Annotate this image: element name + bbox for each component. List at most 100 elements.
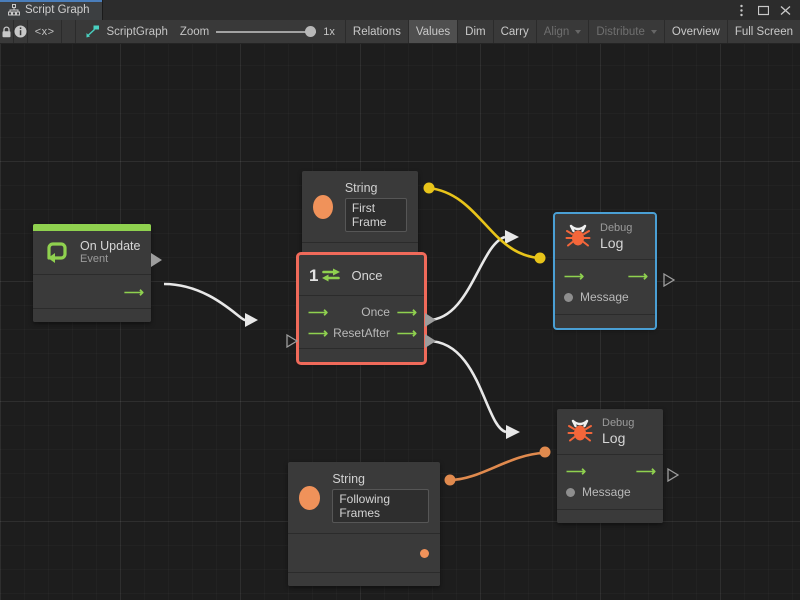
port-flow-out[interactable]: ⟶ [627, 268, 648, 285]
port-row-flow[interactable]: ⟶ ⟶ [555, 266, 655, 287]
node-on-update[interactable]: On Update Event ⟶ [33, 224, 162, 323]
node-header-text: On Update Event [80, 239, 140, 266]
string-port-icon [299, 485, 321, 510]
graph-toolbar: <x> ScriptGraph Zoom 1x Relations Values D… [0, 20, 800, 44]
code-view-label: <x> [34, 25, 55, 38]
toolbar-button-full-screen[interactable]: Full Screen [726, 20, 800, 43]
info-icon[interactable] [14, 20, 29, 43]
node-header-text: String First Frame [344, 181, 407, 232]
string-value-field[interactable]: First Frame [344, 198, 407, 232]
value-port-icon [564, 292, 573, 302]
port-message-in[interactable]: Message [564, 290, 629, 304]
wire-arrow-debuglog-bottom-in [506, 425, 520, 439]
toolbar-button-overview[interactable]: Overview [663, 20, 727, 43]
port-flow-in-reset[interactable]: ⟶ Reset [308, 326, 364, 340]
toolbar-button-align[interactable]: Align [535, 20, 589, 43]
node-footer [557, 509, 663, 523]
node-title: On Update [80, 239, 141, 253]
flow-arrow-icon: ⟶ [564, 268, 584, 285]
toolbar-button-relations[interactable]: Relations [344, 20, 408, 43]
flow-out-triangle-debuglog-bottom[interactable] [667, 468, 679, 482]
node-header-text: String Following Frames [332, 472, 429, 523]
port-row-reset-after[interactable]: ⟶ Reset After ⟶ [299, 322, 424, 343]
node-footer [299, 349, 424, 362]
tab-label: Script Graph [25, 4, 90, 16]
port-row-flow[interactable]: ⟶ ⟶ [557, 461, 663, 482]
zoom-control[interactable]: Zoom 1x [180, 20, 345, 43]
node-body: ⟶ ⟶ Message [557, 455, 663, 510]
node-accent-bar [33, 224, 151, 231]
toolbar-button-label: Relations [352, 25, 401, 38]
port-row-message[interactable]: Message [555, 287, 655, 308]
zoom-slider-track [216, 30, 317, 33]
lock-icon[interactable] [0, 20, 15, 43]
toolbar-button-label: Distribute [596, 25, 645, 38]
port-flow-out-after[interactable]: After ⟶ [364, 325, 417, 340]
node-title: String [332, 472, 365, 486]
toolbar-button-dim[interactable]: Dim [457, 20, 492, 43]
graph-canvas[interactable]: On Update Event ⟶ String First Fr [0, 44, 800, 600]
port-label-after: After [364, 325, 390, 340]
zoom-slider-knob[interactable] [305, 26, 317, 37]
port-flow-in[interactable]: ⟶ [566, 464, 586, 478]
node-header: Debug Log [555, 214, 655, 260]
toolbar-button-carry[interactable]: Carry [492, 20, 536, 43]
toolbar-buttons: Relations Values Dim Carry Align Distribute Ov… [344, 20, 800, 43]
wire-endpoint-stringfollowing [444, 474, 456, 486]
node-title: String [344, 181, 378, 195]
port-flow-out[interactable]: ⟶ [635, 463, 656, 480]
maximize-icon[interactable] [757, 4, 770, 17]
breadcrumb[interactable]: ScriptGraph [76, 20, 180, 43]
flow-arrow-icon: ⟶ [627, 268, 648, 285]
string-value-field[interactable]: Following Frames [332, 489, 429, 523]
port-label-once: Once [361, 304, 390, 319]
flow-out-triangle-debuglog-top[interactable] [663, 273, 675, 287]
bug-icon [565, 223, 591, 249]
toolbar-button-label: Carry [500, 25, 529, 38]
node-footer [33, 309, 151, 323]
node-subtitle: Log [600, 234, 624, 251]
flow-arrow-icon: ⟶ [635, 463, 656, 480]
node-header-text: Debug Log [600, 222, 632, 251]
node-string-following-frames[interactable]: String Following Frames [288, 462, 440, 586]
zoom-slider[interactable] [216, 25, 317, 39]
kebab-menu-icon[interactable] [735, 4, 748, 17]
toolbar-button-distribute[interactable]: Distribute [588, 20, 664, 43]
node-debug-log-top[interactable]: Debug Log ⟶ ⟶ Message [553, 212, 675, 330]
close-icon[interactable] [779, 4, 792, 17]
port-flow-out[interactable]: ⟶ [124, 285, 144, 299]
port-row-once[interactable]: ⟶ Once ⟶ [299, 301, 424, 322]
port-message-in[interactable]: Message [566, 485, 631, 499]
toolbar-button-values[interactable]: Values [407, 20, 458, 43]
flow-out-triangle-once[interactable] [425, 313, 436, 327]
code-view-icon[interactable]: <x> [28, 20, 62, 43]
toolbar-button-label: Align [543, 25, 570, 38]
flow-arrow-icon: ⟶ [308, 303, 328, 320]
port-row-flow-out[interactable]: ⟶ [33, 281, 151, 302]
flow-out-triangle-after[interactable] [425, 334, 436, 348]
connection-wires [163, 182, 551, 486]
tab-script-graph[interactable]: Script Graph [0, 0, 103, 20]
zoom-value: 1x [323, 25, 335, 38]
port-value-out[interactable] [420, 548, 429, 558]
port-flow-out-once[interactable]: Once ⟶ [361, 304, 417, 319]
wire-endpoint-stringfirst [423, 182, 435, 194]
flow-in-triangle-reset[interactable] [286, 334, 298, 348]
chevron-down-icon [650, 29, 657, 34]
node-header: 1 Once [299, 255, 424, 296]
zoom-label: Zoom [179, 25, 210, 38]
toolbar-button-label: Dim [465, 25, 486, 38]
port-flow-in[interactable]: ⟶ [564, 268, 584, 285]
port-row-message[interactable]: Message [557, 482, 663, 503]
node-title: Once [351, 267, 383, 283]
node-title: Debug [602, 417, 635, 429]
node-once[interactable]: 1 Once ⟶ Once ⟶ [286, 252, 436, 365]
port-row-value-out[interactable] [288, 540, 440, 566]
port-flow-in[interactable]: ⟶ [308, 303, 328, 320]
script-graph-icon [86, 25, 100, 38]
node-debug-log-bottom[interactable]: Debug Log ⟶ ⟶ Message [557, 409, 679, 523]
flow-out-triangle-onupdate[interactable] [151, 253, 162, 267]
hierarchy-icon [8, 4, 20, 16]
node-footer [288, 573, 440, 586]
node-title: Debug [600, 222, 633, 234]
